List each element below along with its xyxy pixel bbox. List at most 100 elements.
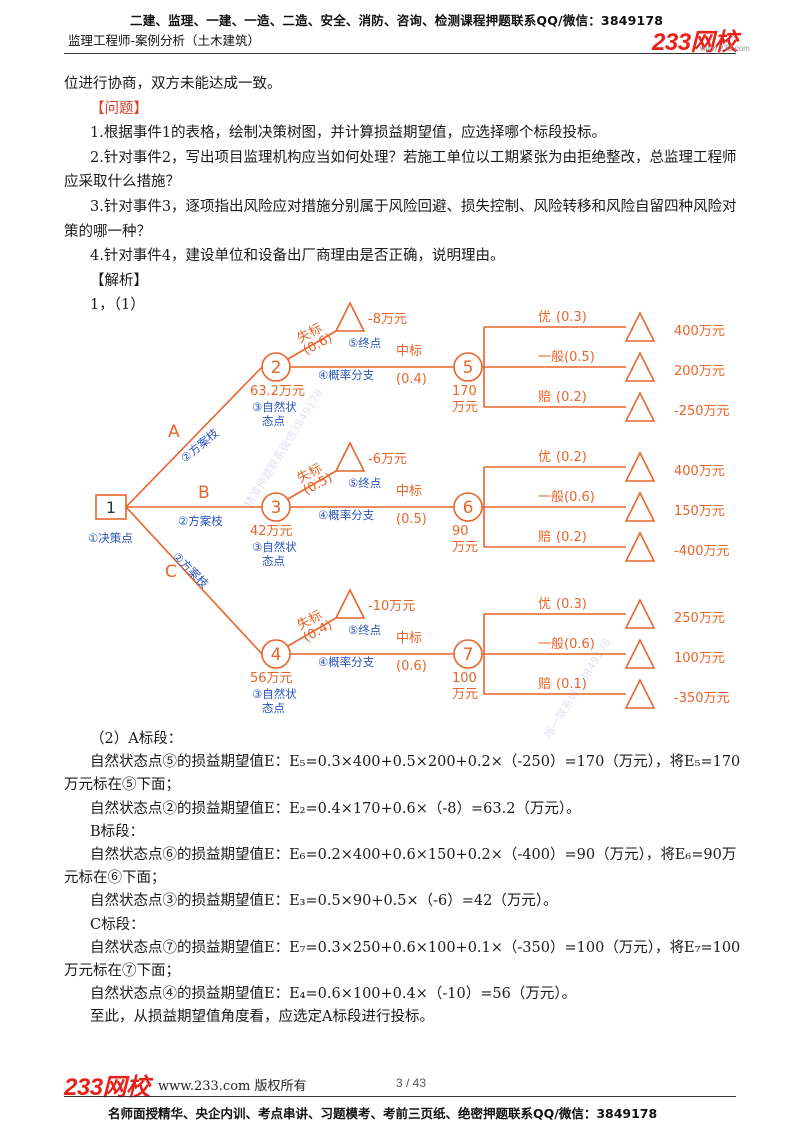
question-1: 1.根据事件1的表格，绘制决策树图，并计算损益期望值，应选择哪个标段投标。 <box>90 125 607 142</box>
state-node-number-4: 4 <box>271 645 282 665</box>
lose-value-2: -8万元 <box>368 312 407 327</box>
calc-b-node6: 自然状态点⑥的损益期望值E：E₆=0.2×400+0.6×150+0.2×（-4… <box>64 847 737 887</box>
lose-terminal-3 <box>334 441 366 472</box>
prob-branch-label-4: ④概率分支 <box>318 655 375 669</box>
branch-letter-B: B <box>198 483 210 503</box>
lose-terminal-4 <box>334 588 366 619</box>
sub-value-unit-5: 万元 <box>452 400 478 415</box>
decision-node-label: ①决策点 <box>88 531 133 545</box>
conclusion: 至此，从损益期望值角度看，应选定A标段进行投标。 <box>90 1009 434 1026</box>
outcome-value-7-1: 100万元 <box>674 651 725 666</box>
brand-logo: 233网校 <box>652 29 738 56</box>
outcome-prob-5-0: (0.3) <box>556 310 587 325</box>
page-number: 3 / 43 <box>396 1076 427 1090</box>
footer-ad-line: 名师面授精华、央企内训、考点串讲、习题模考、考前三页纸、绝密押题联系QQ/微信：… <box>108 1106 658 1121</box>
outcome-terminal-6-0 <box>624 451 656 482</box>
outcome-value-6-1: 150万元 <box>674 504 725 519</box>
state-value-4: 56万元 <box>250 671 293 686</box>
outcome-label-5-0: 优 <box>538 310 551 325</box>
header-ad-line: 二建、监理、一建、一造、二造、安全、消防、咨询、检测课程押题联系QQ/微信：38… <box>130 13 664 28</box>
sub-value-7: 100 <box>452 671 477 686</box>
question-section: 位进行协商，双方未能达成一致。 【问题】 1.根据事件1的表格，绘制决策树图，并… <box>64 72 744 318</box>
question-2: 2.针对事件2，写出项目监理机构应当如何处理？若施工单位以工期紧张为由拒绝整改，… <box>64 149 737 191</box>
questions-heading: 【问题】 <box>90 100 148 117</box>
calculation-section: （2）A标段： 自然状态点⑤的损益期望值E：E₅=0.3×400+0.5×200… <box>64 728 744 1030</box>
sub-value-unit-6: 万元 <box>452 540 478 555</box>
sub-value-5: 170 <box>452 384 477 399</box>
outcome-prob-7-2: (0.1) <box>556 677 587 692</box>
win-prob-3: (0.5) <box>396 512 427 527</box>
c-section-heading: C标段： <box>90 916 145 933</box>
calc-c-node4: 自然状态点④的损益期望值E：E₄=0.6×100+0.4×（-10）=56（万元… <box>90 986 577 1003</box>
outcome-terminal-7-0 <box>624 598 656 629</box>
lose-branch-4 <box>287 617 337 647</box>
state-label-2: ③自然状 <box>252 400 297 414</box>
lose-branch-3 <box>287 470 337 500</box>
sub-value-unit-7: 万元 <box>452 687 478 702</box>
outcome-prob-6-0: (0.2) <box>556 450 587 465</box>
win-label-3: 中标 <box>396 484 422 499</box>
outcome-value-5-2: -250万元 <box>674 404 730 419</box>
outcome-prob-6-2: (0.2) <box>556 530 587 545</box>
lose-terminal-2 <box>334 301 366 332</box>
outcome-terminal-5-1 <box>624 351 656 382</box>
brand-logo-url: www.233.com <box>700 44 750 53</box>
question-4: 4.针对事件4，建设单位和设备出厂商理由是否正确，说明理由。 <box>90 248 505 265</box>
end-label-2: ⑤终点 <box>348 336 381 350</box>
state-label-4: ③自然状 <box>252 687 297 701</box>
branch-letter-A: A <box>168 422 180 442</box>
state-node-number-2: 2 <box>271 358 282 378</box>
outcome-label-5-1: 一般 <box>538 349 564 365</box>
outcome-prob-7-1: (0.6) <box>564 637 595 652</box>
calc-b-node3: 自然状态点③的损益期望值E：E₃=0.5×90+0.5×（-6）=42（万元）。 <box>90 893 558 910</box>
state-label-cont-3: 态点 <box>262 554 285 568</box>
document-subtitle: 监理工程师-案例分析（土木建筑） <box>68 33 261 48</box>
outcome-label-6-0: 优 <box>538 450 551 465</box>
outcome-label-7-0: 优 <box>538 597 551 612</box>
state-value-3: 42万元 <box>250 524 293 539</box>
outcome-value-5-1: 200万元 <box>674 364 725 379</box>
state-node-number-7: 7 <box>463 645 474 665</box>
outcome-value-6-2: -400万元 <box>674 544 730 559</box>
intro-line: 位进行协商，双方未能达成一致。 <box>64 76 282 92</box>
question-3: 3.针对事件3，逐项指出风险应对措施分别属于风险回避、损失控制、风险转移和风险自… <box>64 198 737 240</box>
part-2-label: （2）A标段： <box>90 731 183 747</box>
outcome-value-6-0: 400万元 <box>674 464 725 479</box>
part-1-label: 1，（1） <box>90 297 145 314</box>
state-label-cont-2: 态点 <box>262 414 285 428</box>
outcome-value-7-2: -350万元 <box>674 691 730 706</box>
calc-a-node2: 自然状态点②的损益期望值E：E₂=0.4×170+0.6×（-8）=63.2（万… <box>90 800 581 817</box>
state-value-2: 63.2万元 <box>250 384 305 399</box>
outcome-terminal-7-1 <box>624 638 656 669</box>
state-node-number-3: 3 <box>271 498 282 518</box>
win-label-2: 中标 <box>396 344 422 359</box>
outcome-label-7-1: 一般 <box>538 636 564 652</box>
lose-value-4: -10万元 <box>368 599 415 614</box>
footer-rule <box>64 1096 736 1097</box>
outcome-label-7-2: 赔 <box>538 677 551 692</box>
decision-node-number: 1 <box>106 498 116 517</box>
outcome-prob-5-1: (0.5) <box>564 350 595 365</box>
outcome-value-7-0: 250万元 <box>674 611 725 626</box>
calc-c-node7: 自然状态点⑦的损益期望值E：E₇=0.3×250+0.6×100+0.1×（-3… <box>64 939 741 980</box>
decision-tree-diagram: 1①决策点A②方案枝263.2万元③自然状态点-8万元失标(0.6)⑤终点中标(… <box>88 301 730 715</box>
state-label-cont-4: 态点 <box>262 701 285 715</box>
scheme-label-B: ②方案枝 <box>178 514 223 528</box>
footer-copyright: www.233.com 版权所有 <box>158 1079 307 1094</box>
outcome-terminal-7-2 <box>624 678 656 709</box>
state-label-3: ③自然状 <box>252 540 297 554</box>
outcome-terminal-6-1 <box>624 491 656 522</box>
outcome-label-6-1: 一般 <box>538 489 564 505</box>
state-node-number-5: 5 <box>463 358 474 378</box>
outcome-terminal-5-0 <box>624 311 656 342</box>
scheme-branch-A <box>125 366 263 508</box>
end-label-4: ⑤终点 <box>348 623 381 637</box>
b-section-heading: B标段： <box>90 823 145 840</box>
outcome-terminal-5-2 <box>624 391 656 422</box>
outcome-terminal-6-2 <box>624 531 656 562</box>
calc-a-node5: 自然状态点⑤的损益期望值E：E₅=0.3×400+0.5×200+0.2×（-2… <box>64 754 741 794</box>
outcome-label-6-2: 赔 <box>538 530 551 545</box>
win-prob-4: (0.6) <box>396 659 427 674</box>
outcome-prob-7-0: (0.3) <box>556 597 587 612</box>
prob-branch-label-2: ④概率分支 <box>318 368 375 382</box>
